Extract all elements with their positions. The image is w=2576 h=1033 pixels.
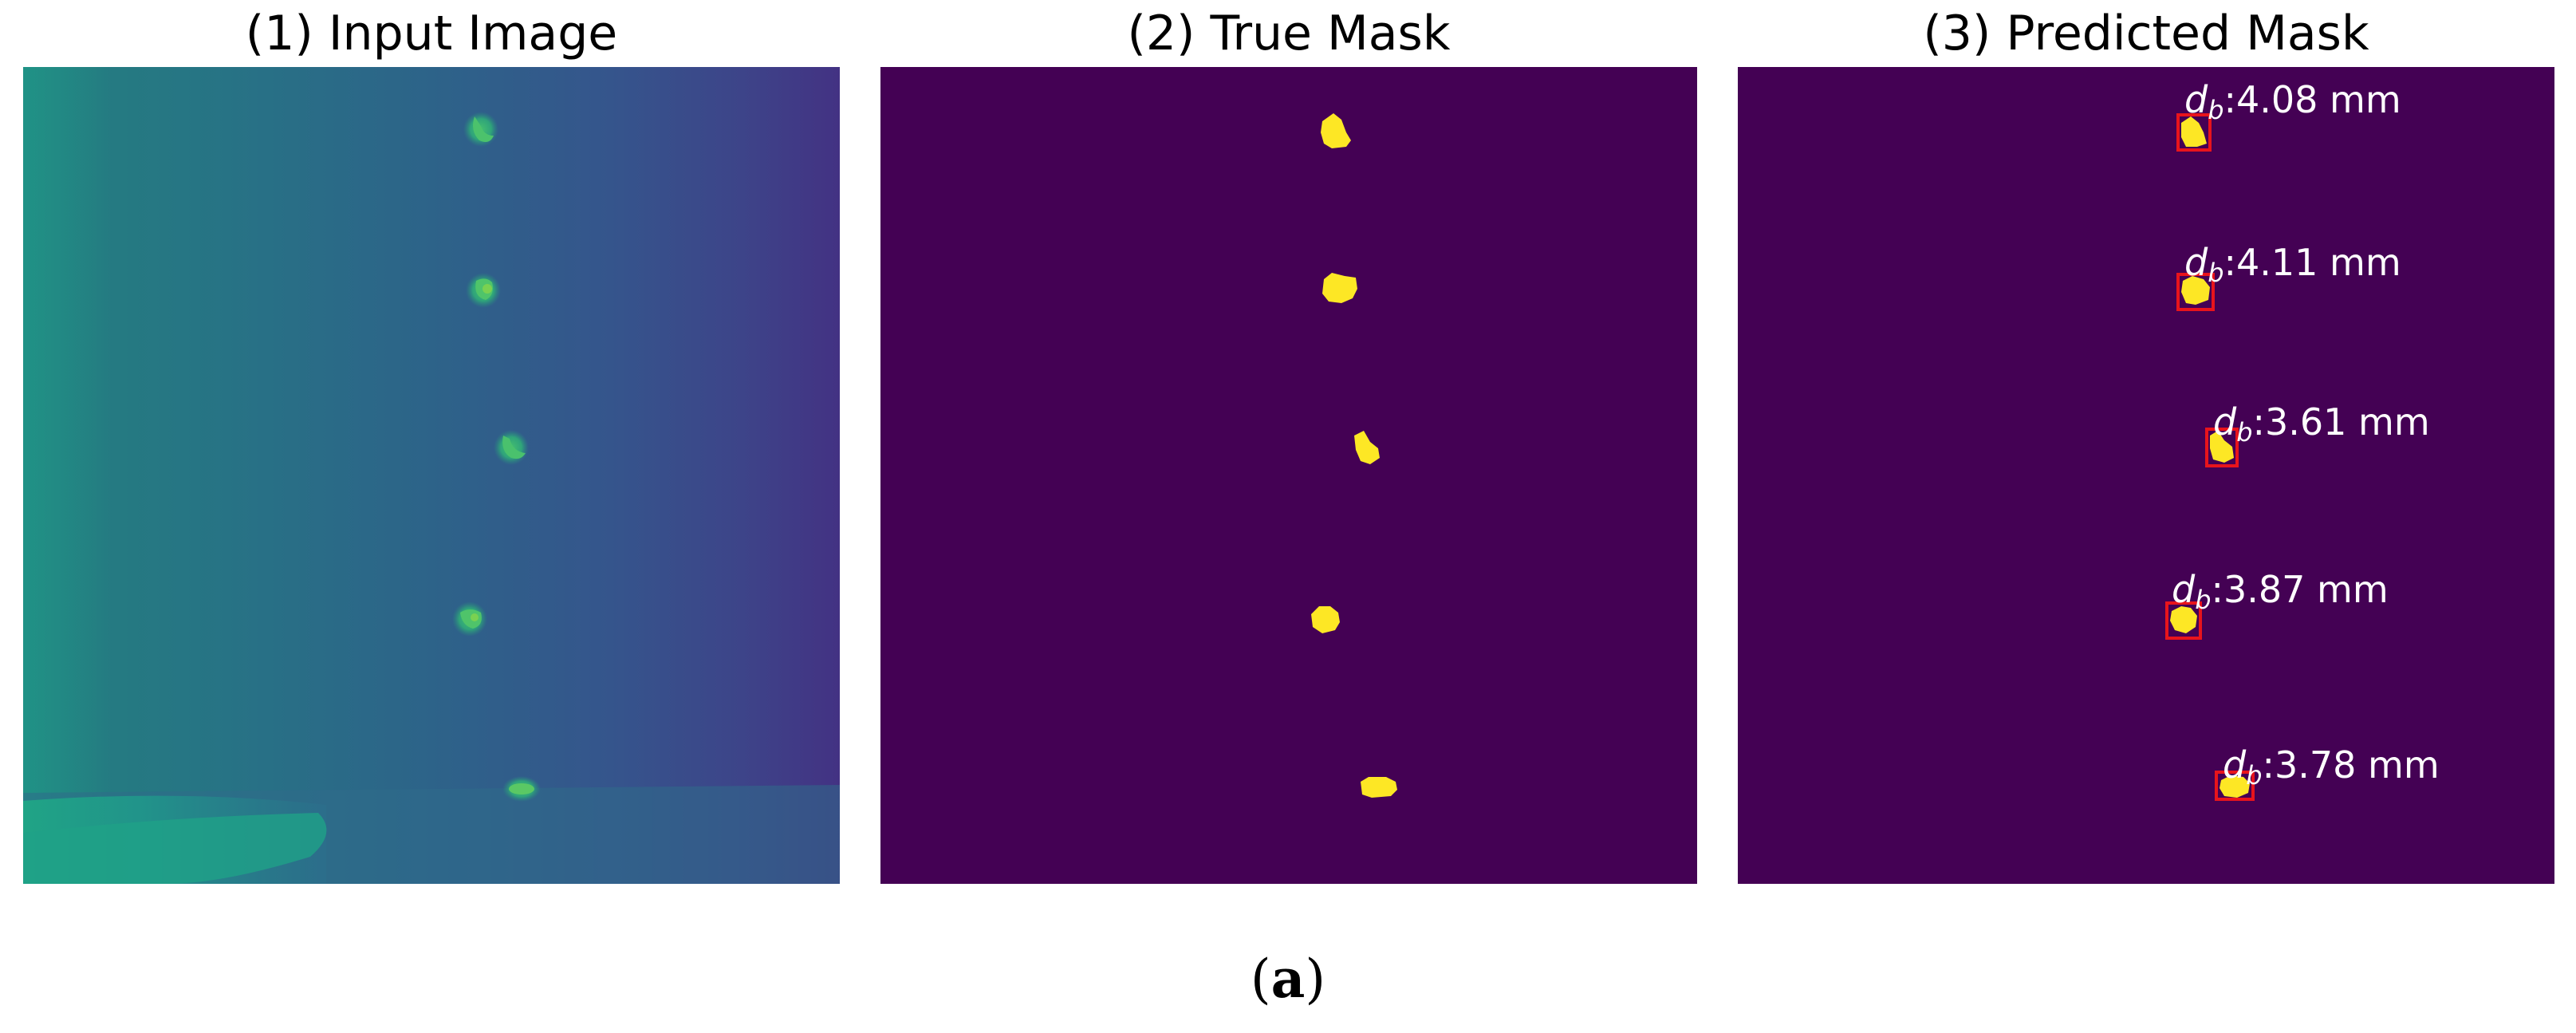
label-symbol: d [2223, 743, 2247, 787]
predicted-mask-panel: db:4.08 mm db:4.11 mm db:3.61 mm db:3.87… [1738, 67, 2554, 884]
prediction-box-4 [2165, 601, 2202, 640]
panel-title-true-mask: (2) True Mask [1127, 6, 1451, 61]
true-mask-blob-4 [1311, 606, 1340, 633]
prediction-2 [2176, 273, 2215, 311]
bubble-2 [466, 273, 501, 308]
floor-highlight-inner [23, 813, 327, 884]
prediction-box-1 [2176, 113, 2212, 152]
true-mask [1311, 113, 1397, 798]
bubble-4 [452, 601, 487, 637]
left-edge-glow [23, 67, 111, 884]
true-mask-blob-1 [1321, 113, 1351, 148]
label-value: :4.08 mm [2223, 78, 2401, 121]
prediction-label-3: db:3.61 mm [2213, 404, 2430, 445]
label-symbol: d [2184, 78, 2208, 121]
prediction-label-2: db:4.11 mm [2184, 244, 2401, 286]
prediction-box-3 [2205, 428, 2239, 467]
label-subscript: b [2208, 95, 2224, 125]
caption-label: a [1270, 948, 1306, 1010]
prediction-label-5: db:3.78 mm [2223, 747, 2440, 788]
label-value: :3.78 mm [2262, 743, 2440, 787]
label-symbol: d [2213, 400, 2237, 444]
label-value: :4.11 mm [2223, 241, 2401, 284]
label-subscript: b [2236, 417, 2253, 448]
prediction-box-5 [2215, 771, 2255, 801]
true-mask-blob-2 [1322, 273, 1357, 303]
label-value: :3.61 mm [2252, 400, 2430, 444]
label-symbol: d [2184, 241, 2208, 284]
true-mask-panel [880, 67, 1697, 884]
true-mask-blob-5 [1361, 777, 1397, 798]
bubble-1 [463, 112, 498, 147]
prediction-label-4: db:3.87 mm [2172, 571, 2389, 613]
prediction-5 [2215, 771, 2255, 801]
panel-title-input-image: (1) Input Image [245, 6, 618, 61]
panel-title-predicted-mask: (3) Predicted Mask [1923, 6, 2369, 61]
caption-open-paren: ( [1250, 948, 1271, 1010]
prediction-box-2 [2176, 273, 2215, 311]
prediction-4 [2165, 601, 2202, 640]
figure-caption: (a) [0, 948, 2576, 1010]
prediction-1 [2176, 113, 2212, 152]
label-value: :3.87 mm [2211, 568, 2389, 611]
label-subscript: b [2208, 258, 2224, 288]
input-image [23, 67, 840, 884]
bubble-3 [494, 430, 529, 465]
true-mask-blob-3 [1354, 431, 1380, 464]
label-subscript: b [2246, 760, 2263, 791]
label-symbol: d [2172, 568, 2196, 611]
predicted-mask [2165, 113, 2255, 801]
prediction-label-1: db:4.08 mm [2184, 81, 2401, 123]
prediction-3 [2205, 428, 2239, 467]
input-image-panel [23, 67, 840, 884]
caption-close-paren: ) [1305, 948, 1326, 1010]
bubble-5 [502, 776, 541, 802]
label-subscript: b [2195, 585, 2212, 615]
